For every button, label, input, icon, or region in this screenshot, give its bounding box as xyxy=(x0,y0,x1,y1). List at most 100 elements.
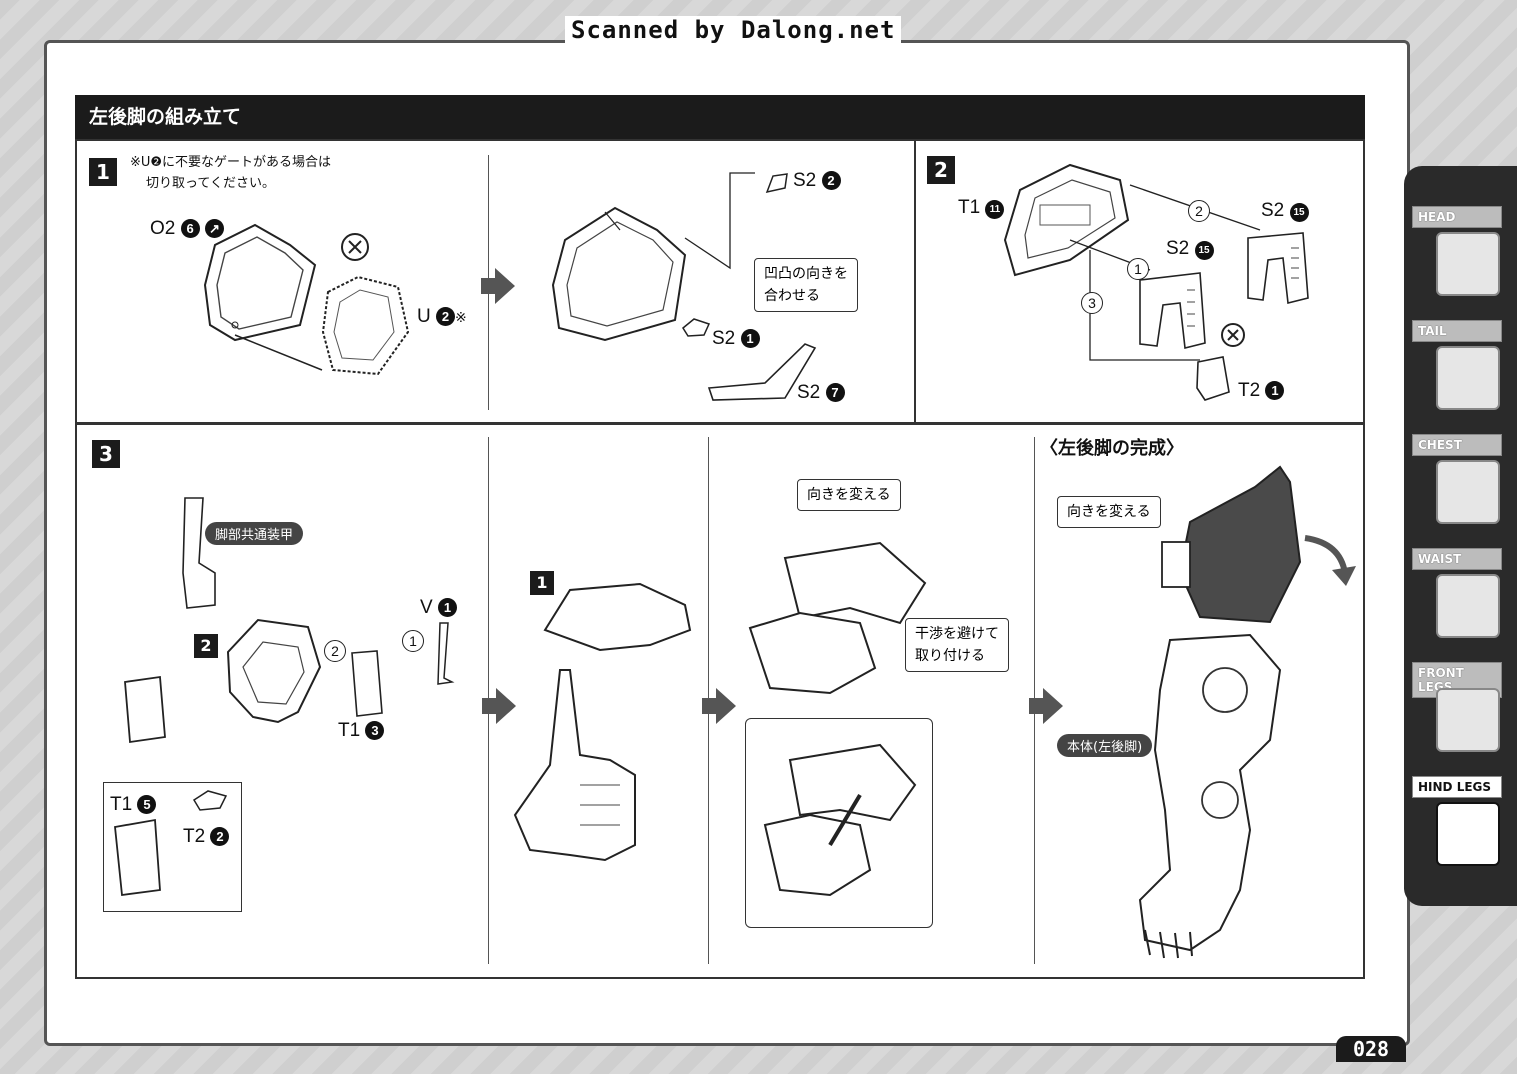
completion-title: 〈左後脚の完成〉 xyxy=(1040,438,1184,458)
step1-note-line2: 切り取ってください。 xyxy=(146,176,275,191)
step3-number: 3 xyxy=(92,440,120,468)
avoid-interference-callout: 干渉を避けて 取り付ける xyxy=(905,618,1009,672)
order-3-marker: 3 xyxy=(1081,292,1103,314)
fin-part-s2-15-upper xyxy=(1247,232,1309,304)
callout-line: 凹凸の向きを xyxy=(764,266,848,282)
common-armor-tag: 脚部共通装甲 xyxy=(205,522,304,545)
bottom-rail-part-s2-7 xyxy=(707,343,817,401)
small-part-t2-1 xyxy=(1196,356,1230,401)
sidebar-tab-waist[interactable]: WAIST xyxy=(1412,548,1502,644)
sidebar-tab-front-legs[interactable]: FRONT LEGS xyxy=(1412,662,1502,758)
part-number: 2 xyxy=(436,307,456,326)
completed-leg-armor-illustration xyxy=(1161,465,1302,624)
part-label-u: U 2※ xyxy=(417,306,467,328)
step1-number: 1 xyxy=(89,158,117,186)
next-step-arrow xyxy=(481,268,515,304)
sidebar-tab-label: TAIL xyxy=(1412,320,1502,342)
part-code: S2 xyxy=(1261,200,1285,221)
part-label-s2-15b: S2 15 xyxy=(1166,238,1214,260)
front-legs-icon xyxy=(1436,688,1500,752)
cap-part-illustration xyxy=(124,675,166,744)
body-left-hind-leg-tag: 本体(左後脚) xyxy=(1057,734,1153,757)
fin-part-s2-15-lower xyxy=(1139,272,1206,349)
step1-note-line1: ※U❷に不要なゲートがある場合は xyxy=(130,155,332,170)
small-part-s2-1 xyxy=(682,318,711,337)
sidebar-tab-label: HEAD xyxy=(1412,206,1502,228)
part-code: S2 xyxy=(793,170,817,191)
part-label-t1-11: T1 11 xyxy=(958,197,1005,219)
part-number: 5 xyxy=(137,795,157,814)
sidebar-tab-head[interactable]: HEAD xyxy=(1412,206,1502,302)
part-code: S2 xyxy=(712,328,736,349)
part-number: 1 xyxy=(1265,381,1285,400)
sidebar-tab-label: WAIST xyxy=(1412,548,1502,570)
watermark: Scanned by Dalong.net xyxy=(565,16,902,44)
rotate-arrow-icon xyxy=(1304,535,1356,586)
waist-icon xyxy=(1436,574,1500,638)
leg-frame-sub-assembly-illustration xyxy=(226,618,322,724)
armor-assembly-illustration xyxy=(551,206,687,342)
next-step-arrow-2 xyxy=(482,688,516,724)
part-number: 6 xyxy=(180,219,200,238)
tail-icon xyxy=(1436,346,1500,410)
sidebar-tab-tail[interactable]: TAIL xyxy=(1412,320,1502,416)
sidebar-tab-chest[interactable]: CHEST xyxy=(1412,434,1502,530)
align-callout: 凹凸の向きを 合わせる xyxy=(754,258,858,312)
hip-cover-illustration xyxy=(543,582,692,652)
step3-order2-marker: 2 xyxy=(324,640,346,662)
page-number: 028 xyxy=(1336,1036,1406,1062)
part-number: 2 xyxy=(821,171,841,190)
part-number: 11 xyxy=(985,200,1005,219)
note-mark: ※ xyxy=(455,309,467,325)
callout-line: 干渉を避けて xyxy=(915,626,999,642)
sub-assembly-1-marker: 1 xyxy=(530,571,554,595)
turn-callout-2: 向きを変える xyxy=(1057,496,1161,528)
small-part-t2-2 xyxy=(192,790,228,811)
part-code: T2 xyxy=(1238,380,1261,401)
callout-line: 合わせる xyxy=(764,288,820,304)
part-label-t1-3: T1 3 xyxy=(338,720,385,742)
sidebar-tab-label: CHEST xyxy=(1412,434,1502,456)
part-code: O2 xyxy=(150,218,176,239)
sub-assembly-2-marker: 2 xyxy=(194,634,218,658)
part-label-v-1: V 1 xyxy=(420,597,457,619)
turned-assembly-illustration xyxy=(748,541,927,695)
outer-armor-part-illustration xyxy=(203,223,317,342)
part-label-o2: O2 6 ↗ xyxy=(150,218,224,240)
part-number: 7 xyxy=(825,383,845,402)
head-icon xyxy=(1436,232,1500,296)
sidebar-tab-hind-legs[interactable]: HIND LEGS xyxy=(1412,776,1502,872)
part-code: T1 xyxy=(338,720,361,741)
next-step-arrow-4 xyxy=(1029,688,1063,724)
part-code: T1 xyxy=(958,197,981,218)
cut-gate-icon xyxy=(341,233,369,261)
leg-assembly-mid-illustration xyxy=(513,669,636,862)
inner-plate-part-illustration xyxy=(321,275,410,376)
common-leg-armor-illustration xyxy=(182,497,216,609)
small-part-s2-2 xyxy=(765,173,788,194)
cap-part-t1-5-illustration xyxy=(114,818,161,897)
part-code: S2 xyxy=(1166,238,1190,259)
completed-hind-leg-illustration xyxy=(1138,633,1282,959)
frame-part-t1-illustration xyxy=(1003,163,1130,277)
detail-assembly-illustration xyxy=(763,743,917,897)
chest-icon xyxy=(1436,460,1500,524)
callout-line: 取り付ける xyxy=(915,648,985,664)
hind-legs-icon xyxy=(1436,802,1500,866)
part-code: S2 xyxy=(797,382,821,403)
next-step-arrow-3 xyxy=(702,688,736,724)
part-number: 15 xyxy=(1289,203,1309,222)
part-number: 3 xyxy=(365,721,385,740)
part-number: 1 xyxy=(740,329,760,348)
part-number: 1 xyxy=(437,598,457,617)
part-code: U xyxy=(417,306,431,327)
turn-callout: 向きを変える xyxy=(797,479,901,511)
guide-line xyxy=(684,172,755,270)
part-code: V xyxy=(420,597,433,618)
section-title: 左後脚の組み立て xyxy=(75,95,1365,139)
order-1-marker: 1 xyxy=(1127,258,1149,280)
step2-number: 2 xyxy=(927,156,955,184)
part-label-s2-2: S2 2 xyxy=(793,170,841,192)
sticker-icon: ↗ xyxy=(204,219,224,238)
part-code: T2 xyxy=(183,826,206,847)
